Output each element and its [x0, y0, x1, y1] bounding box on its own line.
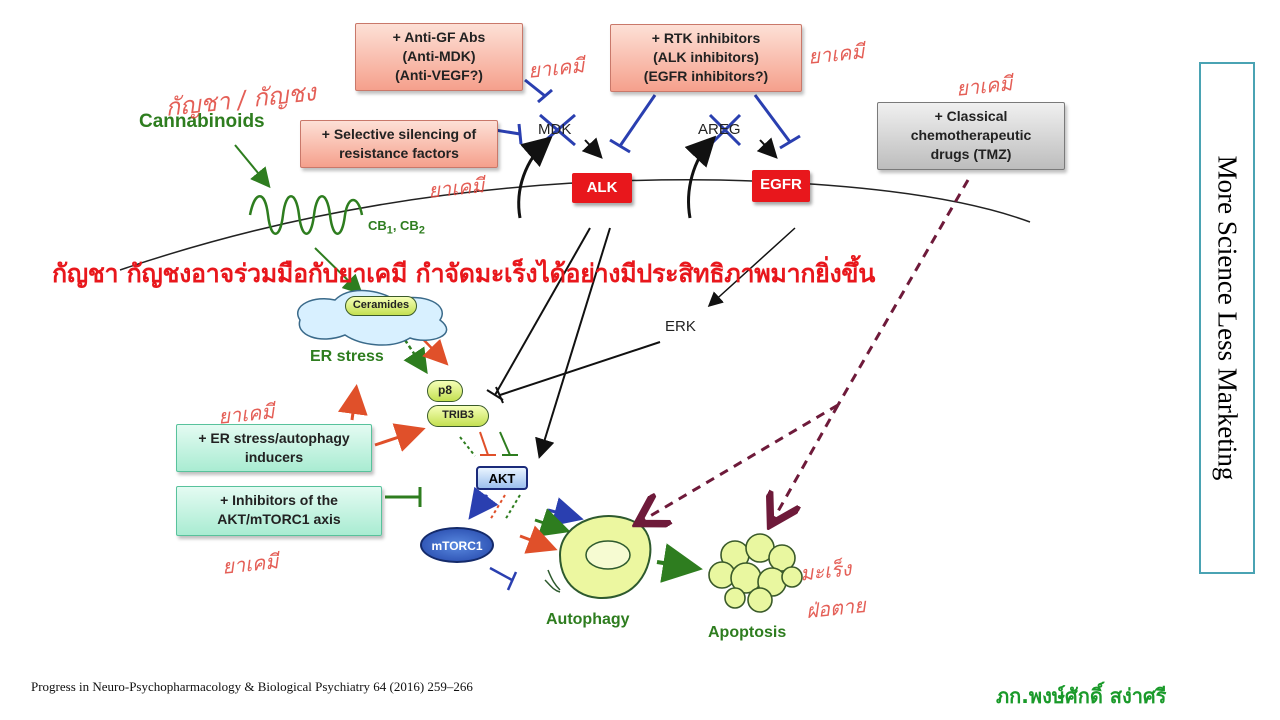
- egfr-receptor: EGFR: [752, 170, 810, 202]
- akt-mtorc1-inhibitors-box: + Inhibitors of the AKT/mTORC1 axis: [176, 486, 382, 536]
- box-line: + Anti-GF Abs: [392, 29, 486, 45]
- selective-silencing-box: + Selective silencing of resistance fact…: [300, 120, 498, 168]
- handwriting-chemo: ยาเคมี: [216, 399, 276, 429]
- areg-label: AREG: [698, 121, 741, 138]
- cannabinoids-label: Cannabinoids: [139, 111, 265, 132]
- trib3-node: TRIB3: [427, 405, 489, 427]
- box-line: resistance factors: [339, 145, 459, 161]
- cb-text: CB: [368, 218, 387, 233]
- box-line: inducers: [244, 449, 304, 465]
- box-line: (EGFR inhibitors?): [643, 68, 769, 84]
- erk-label: ERK: [665, 318, 696, 335]
- cb-receptor-squiggle: [248, 195, 364, 235]
- cannabinoid-arrow: [234, 144, 271, 189]
- rtk-inhibitors-box: + RTK inhibitors (ALK inhibitors) (EGFR …: [610, 24, 802, 92]
- box-line: drugs (TMZ): [930, 146, 1012, 162]
- handwriting-chemo: ยาเคมี: [426, 173, 486, 203]
- citation: Progress in Neuro-Psychopharmacology & B…: [31, 679, 473, 694]
- er-stress-label: ER stress: [310, 348, 384, 365]
- mdk-label: MDK: [538, 121, 572, 138]
- box-line: + ER stress/autophagy: [198, 430, 350, 446]
- handwriting-chemo: ยาเคมี: [220, 549, 280, 579]
- cb2-subscript: 2: [418, 224, 425, 237]
- box-line: AKT/mTORC1 axis: [217, 511, 341, 527]
- author-name: ภก.พงษ์ศักดิ์ สง่าศรี: [996, 684, 1167, 708]
- box-line: (Anti-VEGF?): [395, 67, 483, 83]
- box-line: + RTK inhibitors: [651, 30, 761, 46]
- cb-to-ceramides-arrow: [314, 247, 363, 295]
- alk-receptor: ALK: [572, 173, 632, 203]
- box-line: + Selective silencing of: [321, 126, 477, 142]
- apoptosis-label: Apoptosis: [708, 624, 787, 641]
- headline: กัญชา กัญชงอาจร่วมมือกับยาเคมี กำจัดมะเร…: [52, 259, 875, 288]
- handwriting-chemo: ยาเคมี: [806, 39, 866, 69]
- akt-node: AKT: [476, 466, 528, 490]
- er-stress-inducers-box: + ER stress/autophagy inducers: [176, 424, 372, 472]
- handwriting-death: ฝ่อตาย: [804, 592, 867, 624]
- box-line: (Anti-MDK): [402, 48, 476, 64]
- classical-chemo-box: + Classical chemotherapeutic drugs (TMZ): [877, 102, 1065, 170]
- box-line: + Classical: [934, 108, 1008, 124]
- side-banner-text: More Science Less Marketing: [1212, 155, 1243, 481]
- side-banner: More Science Less Marketing: [1199, 62, 1255, 574]
- ceramides-node: Ceramides: [345, 296, 417, 316]
- handwriting-cancer: มะเร็ง: [798, 556, 853, 586]
- cb-receptors-label: CB1, CB2: [368, 218, 425, 237]
- cell-membrane: [119, 179, 1031, 271]
- autophagy-label: Autophagy: [546, 611, 630, 628]
- handwriting-chemo: ยาเคมี: [526, 53, 586, 83]
- p8-node: p8: [427, 380, 463, 402]
- handwriting-chemo: ยาเคมี: [954, 71, 1014, 101]
- box-line: + Inhibitors of the: [220, 492, 338, 508]
- box-line: chemotherapeutic: [910, 127, 1032, 143]
- mtorc1-node: mTORC1: [420, 527, 494, 563]
- cb-text: , CB: [392, 218, 419, 233]
- anti-gf-abs-box: + Anti-GF Abs (Anti-MDK) (Anti-VEGF?): [355, 23, 523, 91]
- cb1-subscript: 1: [386, 224, 393, 237]
- box-line: (ALK inhibitors): [653, 49, 759, 65]
- apoptosis-cell: [708, 533, 803, 613]
